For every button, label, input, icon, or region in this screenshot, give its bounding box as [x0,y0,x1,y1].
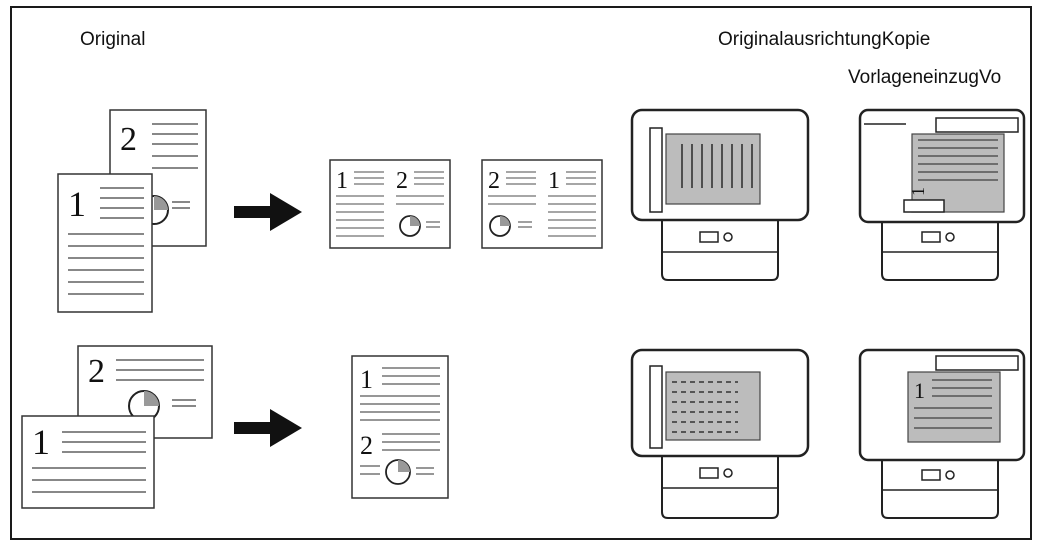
combined-copy-icon: 1 2 [351,355,449,499]
document-feeder-icon: 1 [858,348,1026,519]
page-number-1: 1 [548,168,560,194]
two-up-copy-icon: 1 2 [329,159,451,249]
portrait-originals-icon: 2 1 [57,109,207,313]
page-number-1: 1 [336,168,348,194]
scanner-glass-icon [630,108,810,281]
page-number-2: 2 [120,121,137,158]
arrow-right-icon [234,193,302,231]
page-number-1: 1 [32,422,50,462]
page-number-1: 1 [914,378,925,403]
diagram-frame: Original OriginalausrichtungKopie Vorlag… [10,6,1032,540]
page-number-1: 1 [68,184,86,224]
original-label: Original [80,29,146,50]
page-number-2: 2 [360,431,373,460]
page-number-1: 1 [360,365,373,394]
orientation-copy-label: OriginalausrichtungKopie [718,29,931,50]
page-number-1: 1 [908,187,928,196]
document-feeder-label: VorlageneinzugVo [848,67,1002,88]
page-number-2: 2 [396,168,408,194]
arrow-right-icon [234,409,302,447]
landscape-originals-icon: 2 1 [21,345,213,509]
scanner-glass-icon [630,348,810,519]
page-number-2: 2 [88,353,105,390]
diagram-art: 2 1 1 [21,108,1026,519]
two-up-copy-icon: 2 1 [481,159,603,249]
document-feeder-icon: 1 [858,108,1026,281]
page-number-2: 2 [488,168,500,194]
